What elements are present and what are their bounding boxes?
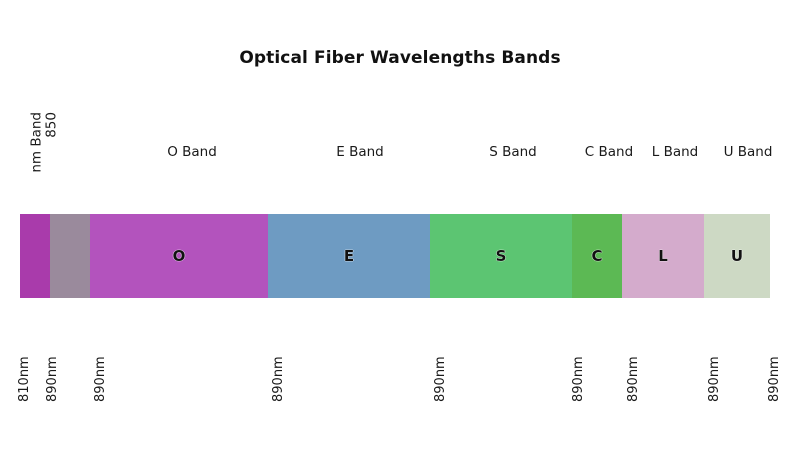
wavelength-axis-ticks: 810nm 890nm 890nm 890nm 890nm 890nm 890nm 890nm…: [0, 300, 800, 402]
band-letter-l: L: [658, 246, 668, 265]
band-letter-c: C: [591, 246, 603, 265]
band-caption-e: E Band: [336, 144, 384, 160]
axis-tick-label: 890nm: [44, 356, 60, 402]
axis-tick-label: 890nm: [92, 356, 108, 402]
band-letter-o: O: [172, 246, 186, 265]
band-caption-line-2: nm Band: [28, 112, 45, 173]
axis-tick-label: 890nm: [270, 356, 286, 402]
band-segment-e: E: [268, 214, 430, 298]
axis-tick-label: 890nm: [570, 356, 586, 402]
band-segment-seg-1: [20, 214, 50, 298]
band-caption-c: C Band: [584, 144, 634, 160]
band-segment-seg-2: [50, 214, 90, 298]
band-segment-o: O: [90, 214, 268, 298]
band-caption-l: L Band: [651, 144, 699, 160]
band-letter-s: S: [495, 246, 507, 265]
band-caption-u: U Band: [723, 144, 773, 160]
band-letter-u: U: [730, 246, 744, 265]
band-segment-l: L: [622, 214, 704, 298]
band-caption-o: O Band: [167, 144, 217, 160]
band-segment-s: S: [430, 214, 572, 298]
band-letter-e: E: [343, 246, 355, 265]
axis-tick-label: 810nm: [16, 356, 32, 402]
axis-tick-label: 890nm: [432, 356, 448, 402]
band-segment-u: U: [704, 214, 770, 298]
band-segment-c: C: [572, 214, 622, 298]
axis-tick-label: 890nm: [706, 356, 722, 402]
band-caption-line-1: 850: [43, 112, 60, 138]
chart-title: Optical Fiber Wavelengths Bands: [239, 48, 561, 68]
band-caption-s: S Band: [489, 144, 537, 160]
axis-tick-label: 890nm: [625, 356, 641, 402]
axis-tick-label: 890nm: [766, 356, 782, 402]
